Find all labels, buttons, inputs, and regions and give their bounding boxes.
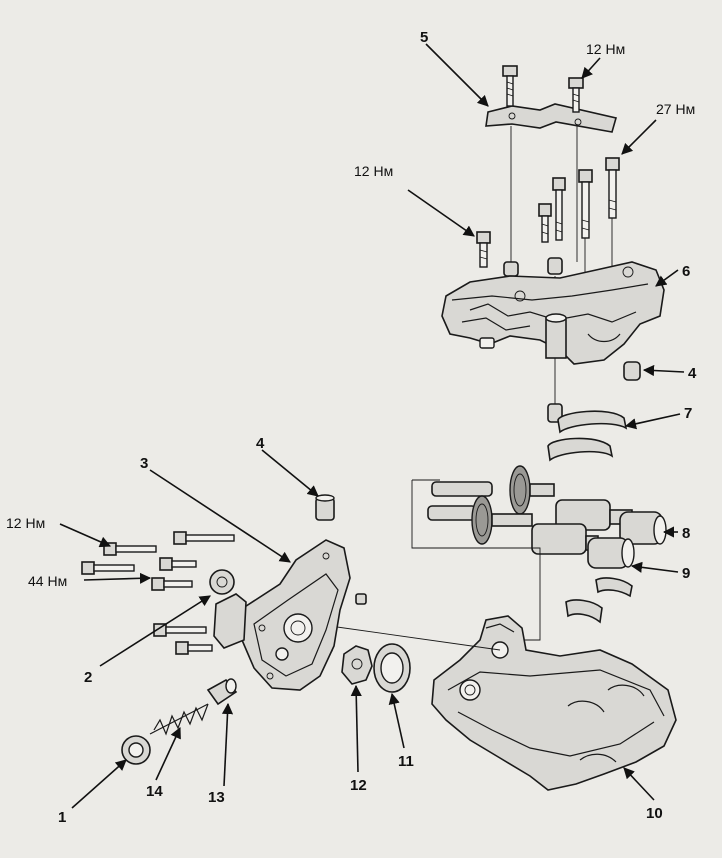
upper-bearing-shells [547, 410, 628, 462]
plate-bolt-left [502, 65, 518, 107]
lower-housing [431, 615, 677, 791]
outer-rotor [373, 643, 411, 693]
pump-bolt [151, 577, 193, 591]
callout-1: 1 [58, 809, 66, 826]
pump-bolt [159, 557, 197, 571]
bearing-bridge-plate [485, 103, 618, 133]
alignment-lines [329, 625, 501, 651]
torque-label-mid: 12 Нм [354, 163, 393, 179]
balance-shaft-lower [427, 495, 635, 569]
relief-valve-plunger [206, 678, 238, 706]
plate-bolt-right [568, 77, 584, 113]
inner-rotor [341, 645, 373, 685]
oil-pump-housing [239, 539, 351, 691]
pump-bolt [175, 641, 213, 655]
side-bolt [476, 231, 491, 268]
dowel-sleeve [503, 261, 519, 277]
dowel-sleeve [547, 257, 563, 275]
pump-bolt [173, 531, 235, 545]
callout-8: 8 [682, 525, 690, 542]
callout-11: 11 [398, 753, 414, 770]
pump-pin [355, 593, 367, 605]
dowel-sleeve [547, 403, 563, 423]
callout-2: 2 [84, 669, 92, 686]
callout-9: 9 [682, 565, 690, 582]
long-bolt-3 [578, 169, 593, 239]
drive-gear [209, 569, 235, 595]
lower-bearing-shells [565, 577, 633, 624]
leader-lines [59, 43, 685, 809]
relief-valve-plug [121, 735, 151, 765]
assembly-bracket-line [411, 479, 541, 641]
long-bolt-4 [605, 157, 620, 219]
pump-bolt [103, 542, 157, 556]
callout-10: 10 [646, 805, 663, 822]
long-bolt-1 [538, 203, 552, 243]
torque-label-left-44: 44 Нм [28, 573, 67, 589]
torque-label-top: 12 Нм [586, 41, 625, 57]
pump-bolt [153, 623, 207, 637]
upper-bearing-cap [441, 261, 665, 365]
torque-label-left-12: 12 Нм [6, 515, 45, 531]
pump-bolt [81, 561, 135, 575]
callout-7: 7 [684, 405, 692, 422]
callout-4-right: 4 [688, 365, 697, 382]
balance-shaft-upper [431, 465, 667, 545]
callout-4-left: 4 [256, 435, 265, 452]
pump-drive-block [213, 593, 247, 649]
callout-6: 6 [682, 263, 690, 280]
callout-14: 14 [146, 783, 163, 800]
dowel-sleeve-4 [623, 361, 641, 381]
callout-5: 5 [420, 29, 428, 46]
long-bolt-2 [552, 177, 566, 241]
relief-valve-spring [149, 703, 209, 736]
dowel-sleeve-4 [315, 494, 335, 521]
callout-12: 12 [350, 777, 367, 794]
torque-label-27: 27 Нм [656, 101, 695, 117]
callout-3: 3 [140, 455, 148, 472]
callout-13: 13 [208, 789, 225, 806]
